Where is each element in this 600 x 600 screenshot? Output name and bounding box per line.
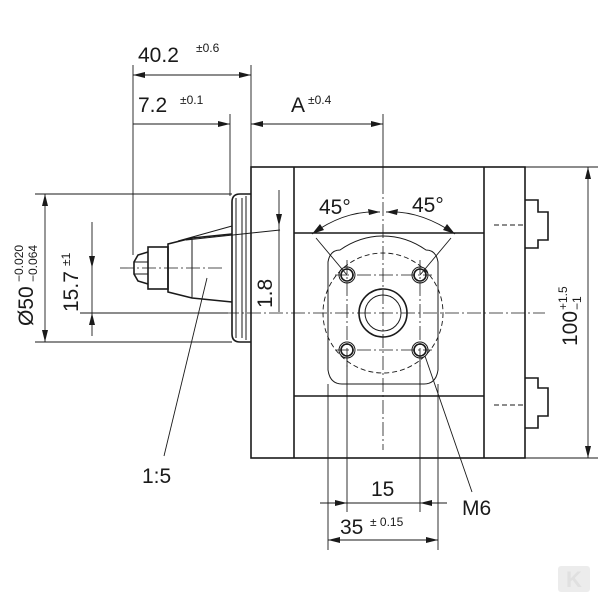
side-ports <box>494 199 549 429</box>
port-bolt-spacing-tolerance: ± 0.15 <box>370 515 404 529</box>
overall-length-value: 40.2 <box>138 44 179 67</box>
body-height-value: 100 <box>559 311 582 346</box>
body-height-upper: +1.5 <box>556 286 570 310</box>
flange-thickness-value: 1.8 <box>254 279 277 308</box>
pilot-diameter-upper: −0.020 <box>12 245 26 282</box>
port-hole-spacing-value: 15 <box>371 478 394 501</box>
centerlines <box>120 180 545 450</box>
mounting-flange <box>231 193 251 343</box>
thread-value: M6 <box>462 497 491 520</box>
dimension-lines <box>35 65 598 550</box>
flange-offset-value: 7.2 <box>138 94 167 117</box>
taper-value: 1:5 <box>142 465 171 488</box>
port-bolt-spacing-value: 35 <box>340 516 363 539</box>
body-height-lower: −1 <box>570 296 584 310</box>
angle-right-value: 45° <box>412 194 444 217</box>
port-offset-tolerance: ±0.4 <box>308 93 332 107</box>
pump-body <box>250 166 526 459</box>
pilot-diameter-value: Ø50 <box>15 286 38 326</box>
brand-logo-mark: K <box>566 567 582 592</box>
dimension-labels: 40.2 ±0.6 7.2 ±0.1 A ±0.4 Ø50 −0.020 −0.… <box>12 41 584 539</box>
pilot-diameter-lower: −0.064 <box>26 245 40 282</box>
shaft-height-tolerance: ±1 <box>59 252 73 266</box>
shaft-height-value: 15.7 <box>60 271 83 312</box>
brand-logo: K <box>558 566 590 592</box>
overall-length-tolerance: ±0.6 <box>196 41 220 55</box>
flange-offset-tolerance: ±0.1 <box>180 93 204 107</box>
port-offset-value: A <box>291 94 305 117</box>
angle-left-value: 45° <box>319 196 351 219</box>
